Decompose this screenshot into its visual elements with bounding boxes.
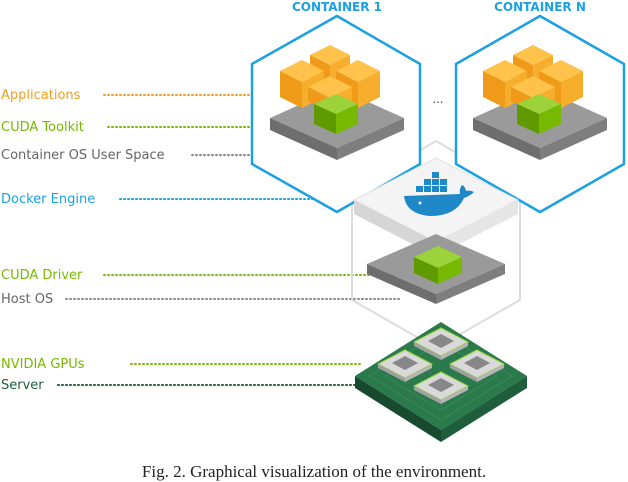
gpu-chips [376, 327, 506, 404]
gpu-chip-top [412, 327, 470, 360]
leader-lines [57, 94, 413, 386]
label-host-os: Host OS [1, 292, 53, 307]
label-applications: Applications [1, 88, 81, 103]
container-n-header: CONTAINER N [494, 0, 586, 14]
gpu-chip-left [376, 349, 434, 382]
label-docker-engine: Docker Engine [1, 192, 95, 207]
label-server: Server [1, 378, 44, 393]
container-1 [250, 14, 422, 214]
container-n-app-cubes [483, 45, 583, 112]
ellipsis: ... [433, 91, 444, 106]
docker-engine-layer [352, 157, 520, 256]
figure-caption: Fig. 2. Graphical visualization of the e… [141, 462, 487, 481]
label-cuda-driver: CUDA Driver [1, 268, 83, 283]
container-n-cuda-toolkit-cube [517, 94, 561, 134]
gpu-chip-right [448, 349, 506, 382]
gpu-chip-bottom [412, 371, 470, 404]
container-1-header: CONTAINER 1 [292, 0, 382, 14]
docker-whale-icon [404, 172, 474, 216]
label-cuda-toolkit: CUDA Toolkit [1, 120, 84, 135]
label-container-os: Container OS User Space [1, 148, 165, 163]
label-nvidia-gpus: NVIDIA GPUs [1, 357, 85, 372]
cuda-driver-cube [414, 246, 462, 284]
container-n [454, 14, 626, 214]
container-1-app-cubes [280, 45, 380, 112]
container-1-cuda-toolkit-cube [314, 94, 358, 134]
